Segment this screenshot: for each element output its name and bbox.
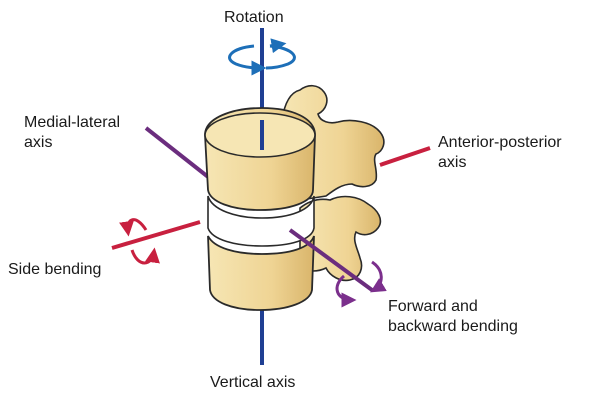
- vertical-axis-label: Vertical axis: [210, 374, 296, 391]
- rotation-arrow-icon: [228, 38, 296, 76]
- side-bending-axis-line: [111, 220, 201, 250]
- medial-lateral-axis-line-lower: [288, 228, 374, 292]
- side-bending-arrow-icon: [119, 218, 160, 265]
- anterior-posterior-label-line1: Anterior-posterior: [438, 134, 562, 151]
- medial-lateral-axis-line-upper: [144, 126, 214, 182]
- anterior-posterior-axis-line: [379, 146, 431, 167]
- vertebrae-illustration: [204, 84, 385, 311]
- forward-bending-label-line1: Forward and: [388, 298, 478, 315]
- intervertebral-disc: [207, 195, 315, 247]
- medial-lateral-label-line2: axis: [24, 134, 53, 151]
- lower-spinous-process: [299, 195, 382, 282]
- rotation-label: Rotation: [224, 9, 284, 26]
- anterior-posterior-label-line2: axis: [438, 154, 467, 171]
- forward-bending-arrow-icon: [335, 260, 387, 308]
- lower-vertebral-body: [207, 235, 315, 311]
- side-bending-label: Side bending: [8, 261, 102, 278]
- forward-bending-label-line2: backward bending: [388, 318, 518, 335]
- medial-lateral-label-line1: Medial-lateral: [24, 114, 121, 131]
